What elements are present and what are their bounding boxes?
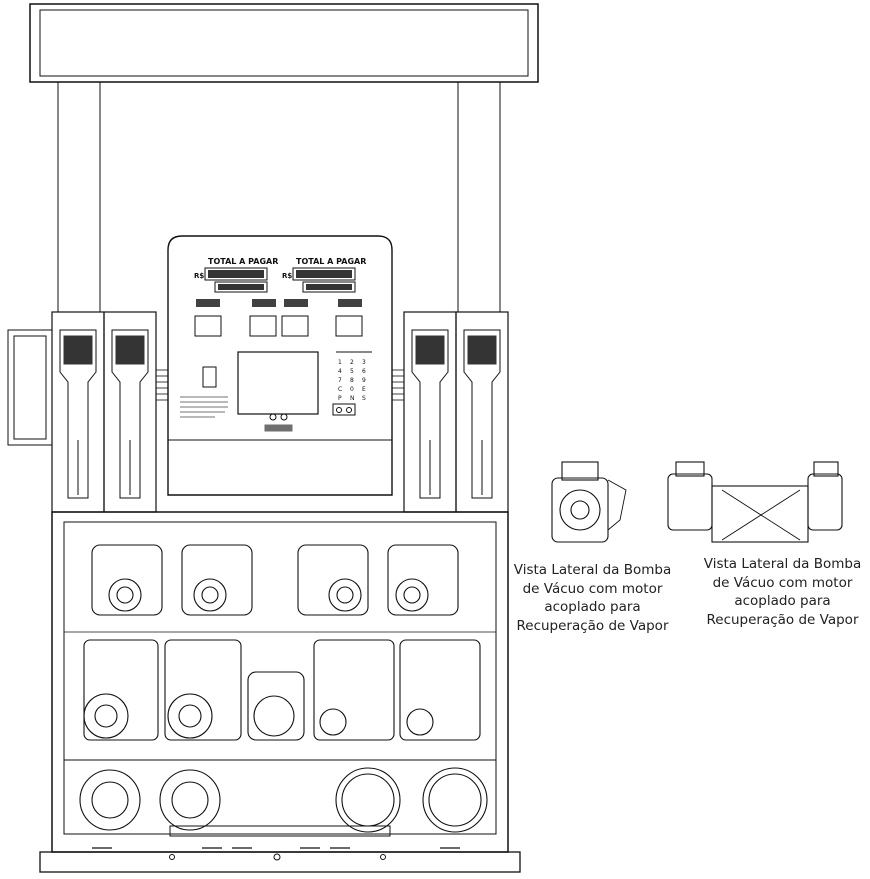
caption-left-vacuum-pump: Vista Lateral da Bomba de Vácuo com moto… [505,561,680,635]
left-currency-label: R$ [194,272,204,280]
side-hose-box [7,329,53,446]
svg-text:2: 2 [350,359,354,366]
svg-text:S: S [362,395,366,402]
lower-motors [79,767,488,833]
caption-line: acoplado para [734,593,831,609]
svg-text:6: 6 [362,368,366,375]
caption-line: de Vácuo com motor [712,574,853,591]
svg-text:7: 7 [338,377,342,384]
svg-text:P: P [338,395,342,402]
nozzle-holders-right [403,311,509,513]
nozzle-holders-left [51,311,157,513]
caption-line: acoplado para [544,599,641,615]
caption-right-vacuum-pump: Vista Lateral da Bomba de Vácuo com moto… [695,555,870,629]
caption-line: de Vácuo com motor [522,580,663,597]
svg-text:9: 9 [362,377,366,384]
right-display-title: TOTAL A PAGAR [296,257,366,266]
svg-text:1: 1 [338,359,342,366]
caption-line: Recuperação de Vapor [706,611,859,628]
svg-text:C: C [338,386,342,393]
left-display-title: TOTAL A PAGAR [208,257,278,266]
support-columns [57,81,501,313]
caption-line: Vista Lateral da Bomba [703,556,862,572]
svg-text:8: 8 [350,377,354,384]
svg-text:4: 4 [338,368,342,375]
canopy-header [29,3,539,83]
svg-text:5: 5 [350,368,354,375]
pump-units [83,639,481,741]
meters-row [91,544,459,616]
right-currency-label: R$ [282,272,292,280]
vacuum-pump-side-view-right [667,461,843,543]
hydraulic-cabinet [39,511,521,873]
caption-line: Vista Lateral da Bomba [513,562,672,578]
svg-text:3: 3 [362,359,366,366]
vent-grilles [156,369,404,401]
vacuum-pump-side-view-left [551,461,627,543]
svg-text:N: N [350,395,355,402]
svg-text:E: E [362,386,366,393]
svg-text:0: 0 [350,386,354,393]
caption-line: Recuperação de Vapor [516,617,669,634]
